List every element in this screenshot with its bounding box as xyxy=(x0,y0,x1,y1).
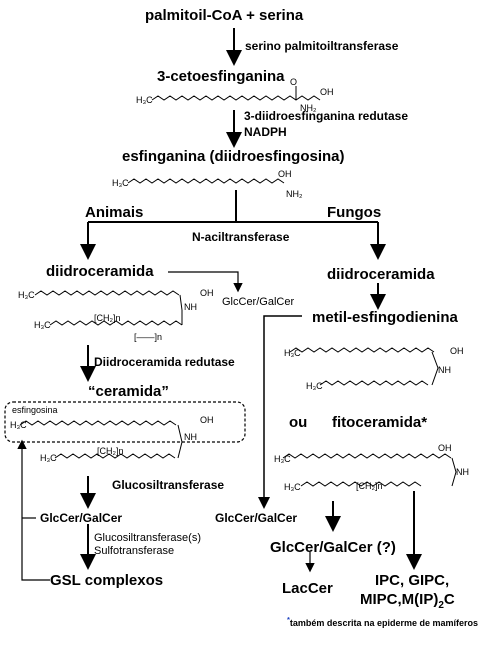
chain-sphinganine xyxy=(127,178,285,184)
sphinganine-nh2: NH₂ xyxy=(286,189,303,199)
sphingosine-label: esfingosina xyxy=(12,405,58,415)
phyto-h3c-top: H₃C xyxy=(274,454,291,464)
chain-dihydro-top xyxy=(34,290,180,296)
ceramide-h3c-top: H₃C xyxy=(10,420,27,430)
ketosphinganine-nh2: NH₂ xyxy=(300,103,317,113)
dihydroceramide-animals: diidroceramida xyxy=(46,263,154,280)
ceramide-nh: NH xyxy=(184,432,197,442)
glucosyltransferase: Glucosiltransferase xyxy=(112,478,225,492)
dihydro-h3c-top: H₃C xyxy=(18,290,35,300)
phytoceramide: fitoceramida* xyxy=(332,414,428,431)
sphinganine: esfinganina (diidroesfingosina) xyxy=(122,148,345,165)
methyl-sphingadienine: metil-esfingodienina xyxy=(312,309,458,326)
chain-phyto-top xyxy=(282,453,452,459)
glccer-fungi: GlcCer/GalCer xyxy=(215,511,298,525)
chain-methyl-bottom xyxy=(319,380,429,386)
ceramide-box xyxy=(4,401,246,443)
phyto-oh: OH xyxy=(438,443,452,453)
methyl-h3c-top: H₃C xyxy=(284,348,301,358)
ketosphinganine-oh: OH xyxy=(320,87,334,97)
dihydro-ch2n: [CH₂]n xyxy=(94,313,121,323)
phyto-ch2n: [CH₂]n xyxy=(356,481,383,491)
branch-animals-label: Animais xyxy=(85,204,144,221)
ipc-line-2: MIPC,M(IP)2C xyxy=(360,591,455,611)
arrow-glccer-side xyxy=(168,271,243,293)
chain-ketosphinganine xyxy=(151,95,321,101)
ceramide-h3c-bottom: H₃C xyxy=(40,453,57,463)
methyl-oh: OH xyxy=(450,346,464,356)
branch-fungi-label: Fungos xyxy=(327,204,382,221)
chain-ceramide-top xyxy=(19,420,177,426)
n-acyltransferase: N-aciltransferase xyxy=(192,230,290,244)
dihydroceramide-fungi: diidroceramida xyxy=(327,266,435,283)
arrow-recycle xyxy=(17,439,50,581)
ceramide-ch2n: [CH₂]n xyxy=(97,446,124,456)
ketosphinganine-o: O xyxy=(290,77,298,87)
methyl-nh: NH xyxy=(438,365,451,375)
serine-palmitoyltransferase: serino palmitoiltransferase xyxy=(245,39,399,53)
glccer-side-label: GlcCer/GalCer xyxy=(222,296,295,308)
glccer-animals: GlcCer/GalCer xyxy=(40,511,123,525)
dihydrosphinganine-reductase: 3-diidroesfinganina redutase xyxy=(244,109,409,123)
dihydro-oh: OH xyxy=(200,288,214,298)
chain-dihydro-bottom xyxy=(49,320,183,326)
sphinganine-oh: OH xyxy=(278,169,292,179)
ketosphinganine: 3-cetoesfinganina xyxy=(157,68,285,85)
methyl-h3c-bottom: H₃C xyxy=(306,381,323,391)
ketosphinganine-h3c: H₃C xyxy=(136,95,153,105)
chain-methyl-top xyxy=(289,347,435,353)
laccer: LacCer xyxy=(282,580,333,597)
chain-phyto-bottom xyxy=(300,481,422,487)
dihydro-h3c-bottom: H₃C xyxy=(34,320,51,330)
palmitoyl-coa-serine: palmitoil-CoA + serina xyxy=(145,7,304,24)
complex-enzymes-1: Glucosiltransferase(s) xyxy=(94,532,201,544)
glccer-fungi-question: GlcCer/GalCer (?) xyxy=(270,539,396,556)
arrow-fungi-glccer xyxy=(258,315,302,509)
dihydro-nh: NH xyxy=(184,302,197,312)
sphinganine-h3c: H₃C xyxy=(112,178,129,188)
ceramide-oh: OH xyxy=(200,415,214,425)
nadph-cofactor: NADPH xyxy=(244,125,287,139)
complex-enzymes-2: Sulfotransferase xyxy=(94,545,175,557)
chain-ceramide-bottom xyxy=(54,453,176,459)
gsl-complex: GSL complexos xyxy=(50,572,164,589)
dihydroceramide-reductase: Diidroceramida redutase xyxy=(94,355,235,369)
ipc-line-1: IPC, GIPC, xyxy=(375,572,450,589)
or-label: ou xyxy=(289,414,308,431)
phyto-nh: NH xyxy=(456,467,469,477)
footnote: *também descrita na epiderme de mamífero… xyxy=(287,615,478,628)
phyto-h3c-bottom: H₃C xyxy=(284,482,301,492)
dihydro-chain: [——]n xyxy=(134,332,163,342)
ceramide: “ceramida” xyxy=(88,383,169,400)
